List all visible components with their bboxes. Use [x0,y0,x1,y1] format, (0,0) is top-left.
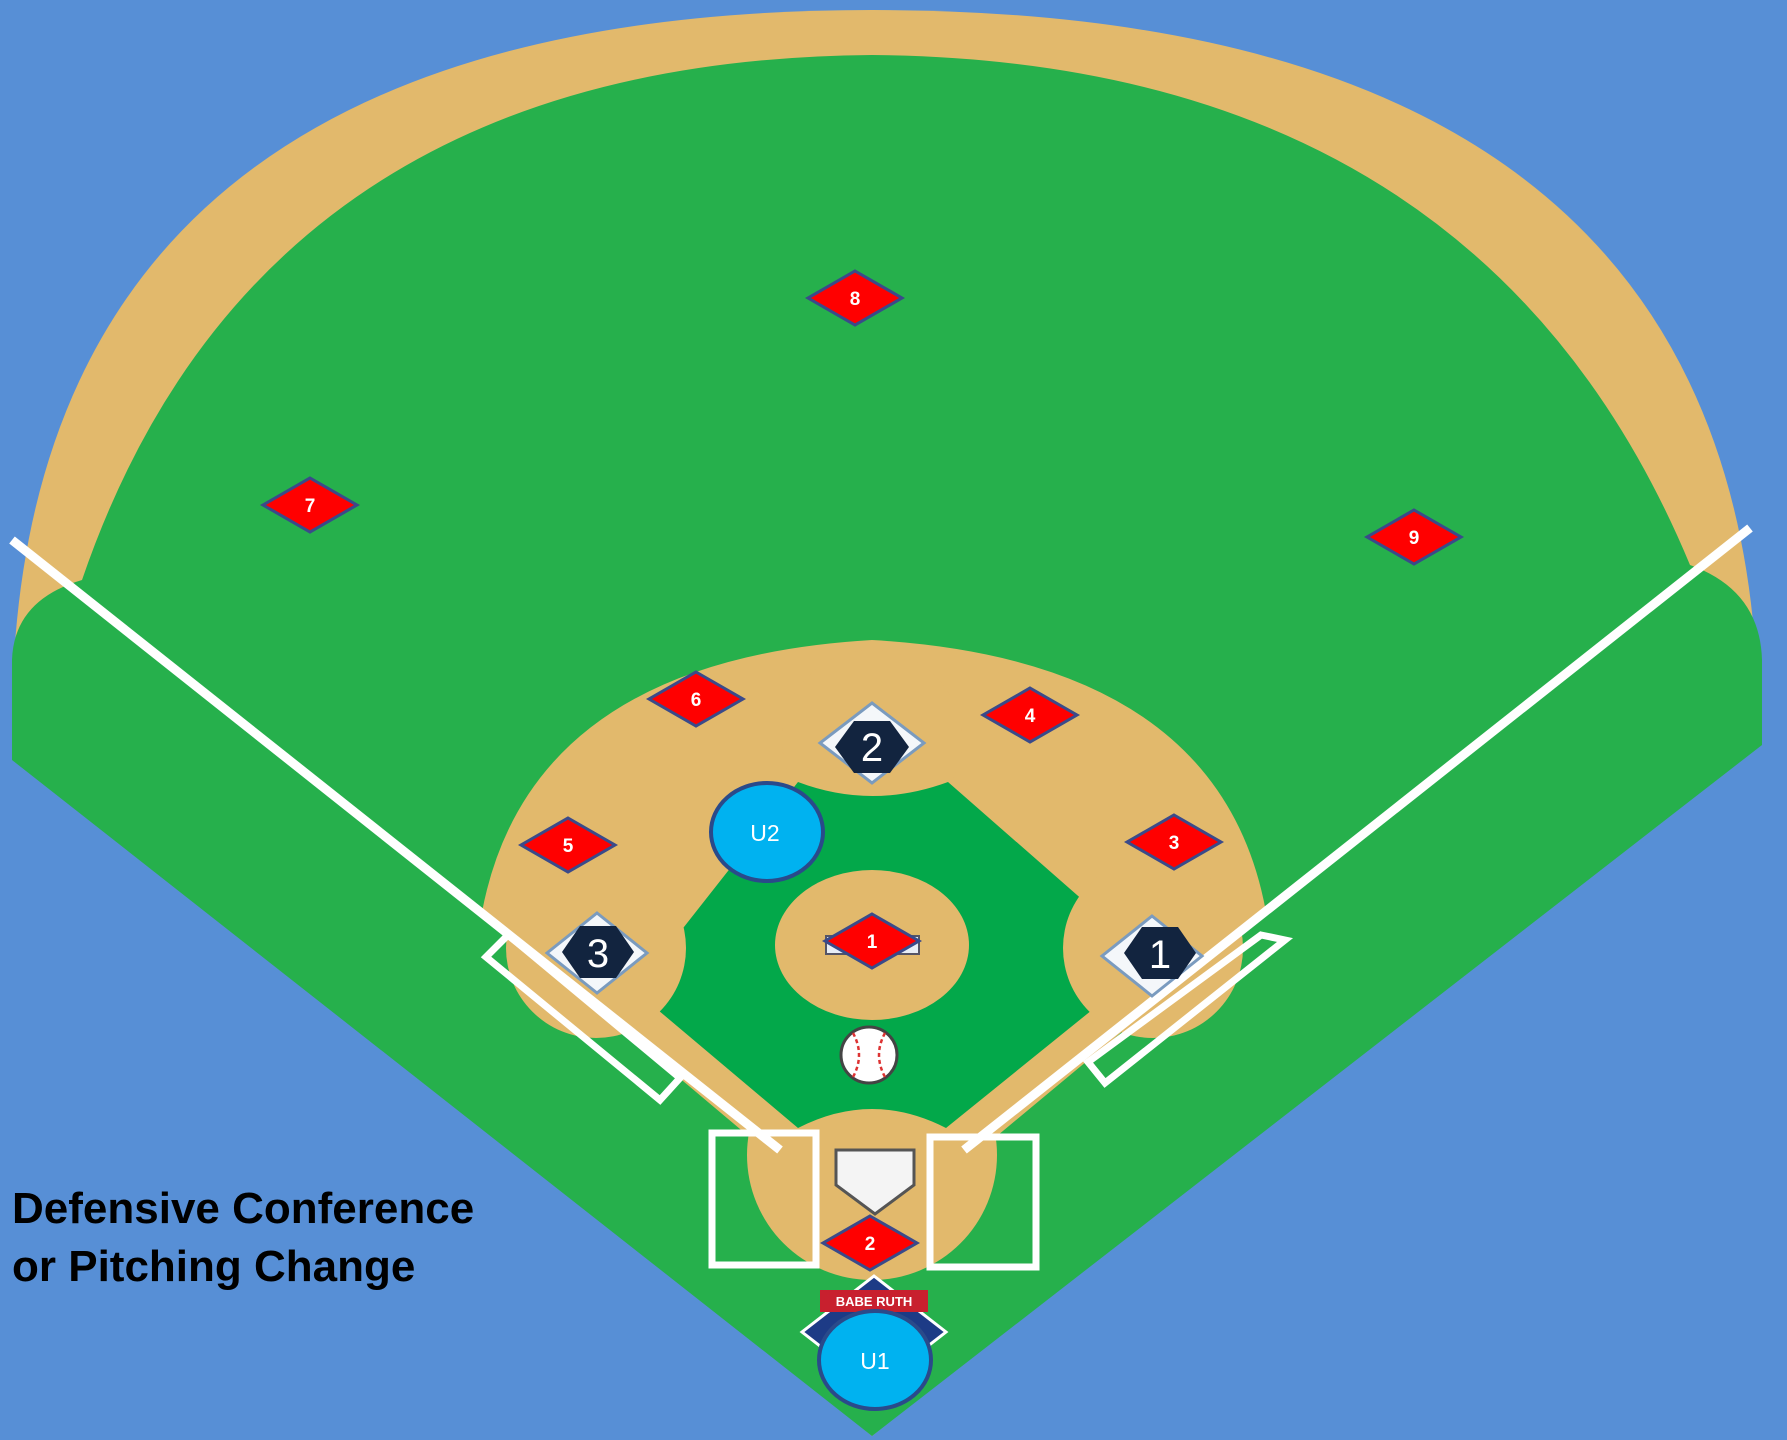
fielder-9-label: 9 [1409,528,1420,549]
caption-line-1: Defensive Conference [12,1180,474,1238]
umpire-u1: U1 [819,1311,931,1409]
fielder-3-label: 3 [1169,833,1180,854]
fielder-6-label: 6 [691,690,702,711]
logo-text: BABE RUTH [836,1294,913,1309]
fielder-4-label: 4 [1025,706,1036,727]
third-base-label: 3 [587,932,609,976]
baseball-icon [841,1027,897,1083]
fielder-7-label: 7 [305,496,316,517]
first-base-label: 1 [1149,933,1171,977]
umpire-u2: U2 [711,783,823,881]
diagram-caption: Defensive Conference or Pitching Change [12,1180,474,1296]
fielder-2-label: 2 [865,1234,876,1255]
umpire-u2-label: U2 [750,820,779,846]
fielder-1-label: 1 [867,932,878,953]
fielder-5-label: 5 [563,836,574,857]
umpire-u1-label: U1 [860,1348,889,1374]
fielder-8-label: 8 [850,289,861,310]
second-base-label: 2 [861,726,883,770]
caption-line-2: or Pitching Change [12,1238,474,1296]
